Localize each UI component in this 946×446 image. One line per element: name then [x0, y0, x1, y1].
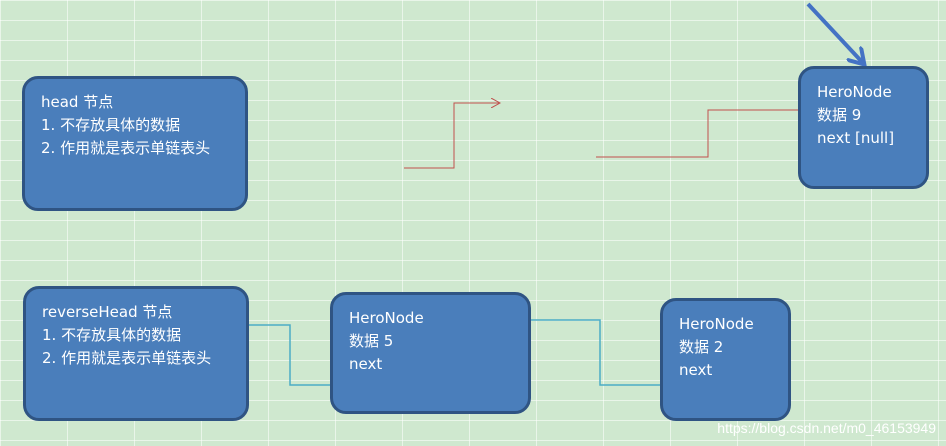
watermark-url: https://blog.csdn.net/m0_46153949	[717, 420, 936, 436]
reverse-head-node-box: reverseHead 节点 1. 不存放具体的数据 2. 作用就是表示单链表头	[23, 286, 249, 421]
reverse-head-node-line2: 2. 作用就是表示单链表头	[42, 349, 212, 367]
hero-node-2-title: HeroNode	[679, 315, 754, 333]
hero-node-9-next: next [null]	[817, 129, 895, 147]
head-node-box: head 节点 1. 不存放具体的数据 2. 作用就是表示单链表头	[22, 76, 248, 211]
hero-node-2-data: 数据 2	[679, 338, 724, 356]
head-node-line2: 2. 作用就是表示单链表头	[41, 139, 211, 157]
hero-node-5-title: HeroNode	[349, 309, 424, 327]
hero-node-2: HeroNode 数据 2 next	[660, 298, 791, 421]
hero-node-5-next: next	[349, 355, 383, 373]
hero-node-9: HeroNode 数据 9 next [null]	[798, 66, 929, 189]
hero-node-5-data: 数据 5	[349, 332, 394, 350]
blue-connector-5-to-2	[510, 319, 691, 390]
hero-node-9-data: 数据 9	[817, 106, 862, 124]
reverse-head-node-line1: 1. 不存放具体的数据	[42, 326, 182, 344]
blue-connector-reverse-to-5	[222, 324, 341, 390]
red-connector-right	[596, 110, 810, 158]
red-connector-left	[404, 103, 500, 169]
hero-node-9-title: HeroNode	[817, 83, 892, 101]
head-node-line1: 1. 不存放具体的数据	[41, 116, 181, 134]
big-pointer-arrow	[806, 2, 863, 63]
hero-node-2-next: next	[679, 361, 713, 379]
reverse-head-node-title: reverseHead 节点	[42, 303, 173, 321]
head-node-title: head 节点	[41, 93, 114, 111]
hero-node-5: HeroNode 数据 5 next	[330, 292, 531, 414]
